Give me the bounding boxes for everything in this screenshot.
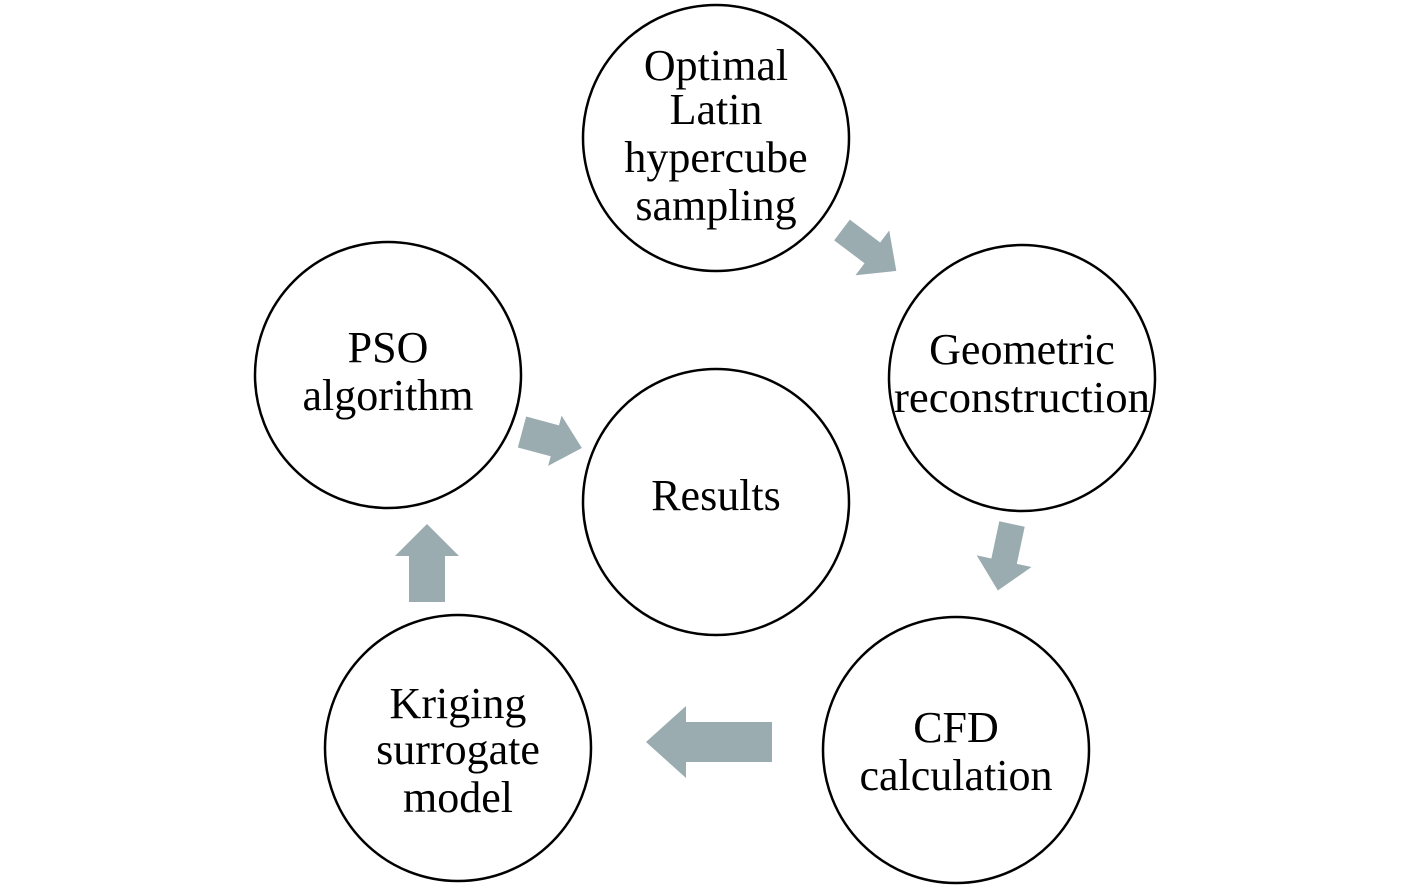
arrow-geometric-to-cfd	[976, 521, 1032, 591]
node-kriging-line-1: Kriging	[390, 679, 527, 728]
node-pso-line-2: algorithm	[302, 371, 473, 420]
arrow-sampling-to-geometric	[834, 219, 897, 276]
node-cfd-line-1: CFD	[913, 703, 999, 752]
node-cfd: CFD calculation	[821, 615, 1091, 885]
node-kriging-line-3: model	[403, 773, 513, 822]
arrow-pso-to-results	[517, 415, 582, 466]
node-kriging-line-2: surrogate	[376, 725, 540, 774]
node-geometric: Geometric reconstruction	[887, 243, 1157, 513]
node-sampling-line-3: hypercube	[624, 133, 807, 182]
node-cfd-line-2: calculation	[859, 751, 1052, 800]
node-pso: PSO algorithm	[253, 240, 523, 510]
node-geometric-line-1: Geometric	[929, 325, 1115, 374]
node-sampling: Optimal Latin hypercube sampling	[581, 3, 851, 273]
node-kriging: Kriging surrogate model	[323, 613, 593, 883]
node-sampling-line-4: sampling	[635, 181, 796, 230]
arrow-cfd-to-kriging	[646, 706, 772, 778]
node-results-line-1: Results	[651, 471, 781, 520]
node-results: Results	[581, 367, 851, 637]
node-pso-line-1: PSO	[348, 323, 429, 372]
node-geometric-line-2: reconstruction	[894, 373, 1150, 422]
arrow-kriging-to-pso	[395, 524, 459, 602]
node-sampling-line-2: Latin	[670, 85, 763, 134]
node-sampling-line-1: Optimal	[644, 41, 788, 90]
